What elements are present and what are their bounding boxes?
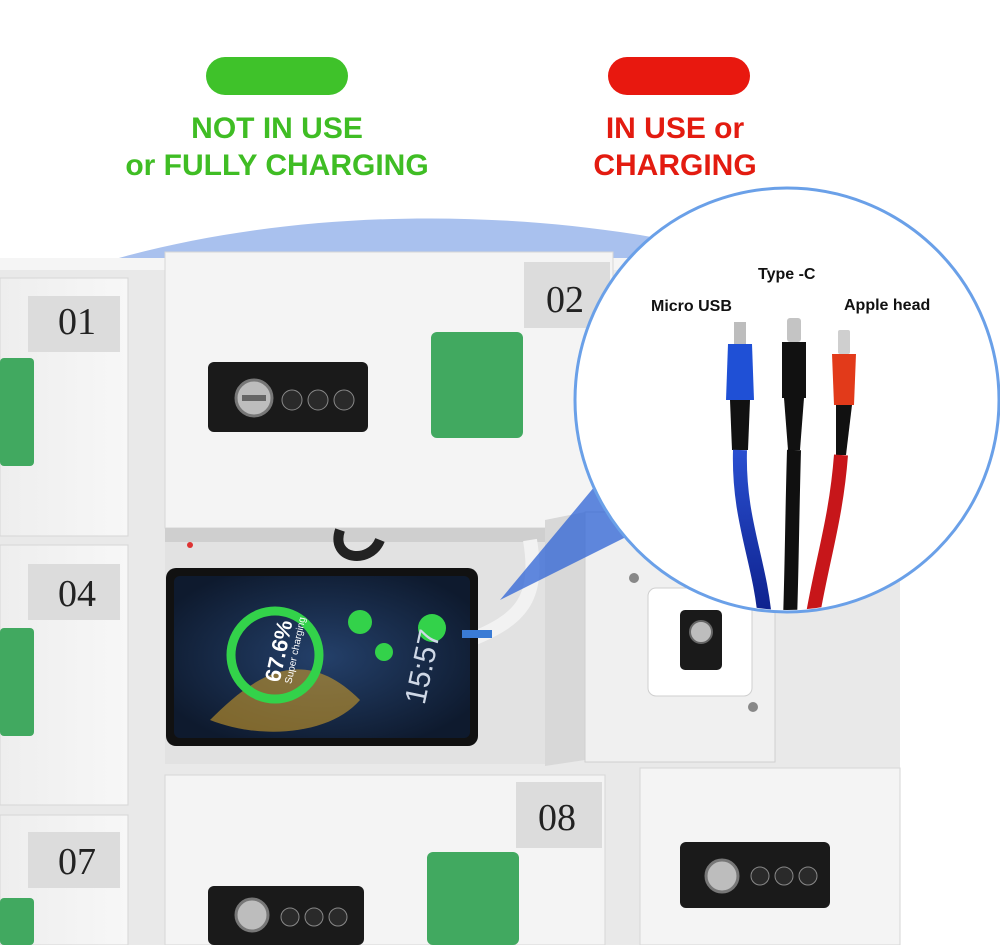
locker-number-01: 01	[58, 301, 96, 343]
micro-usb-cable	[726, 322, 772, 610]
status-light-02	[431, 332, 523, 438]
apple-head-label: Apple head	[844, 297, 931, 314]
available-status-caption: NOT IN USE or FULLY CHARGING	[125, 112, 429, 182]
locker-number-04: 04	[58, 573, 96, 615]
type-c-cable	[782, 318, 806, 610]
locker-door-02	[164, 251, 614, 529]
apple-lightning-cable	[805, 330, 856, 610]
in-use-status-pill	[608, 57, 750, 95]
locker-door-01	[0, 277, 129, 537]
available-status-pill	[206, 57, 348, 95]
locker-number-08: 08	[538, 797, 576, 839]
open-compartment	[165, 528, 555, 764]
locker-door-08	[164, 774, 606, 945]
smartphone	[166, 568, 492, 746]
locker-door-07	[0, 814, 129, 945]
micro-usb-label: Micro USB	[651, 298, 732, 315]
type-c-label: Type -C	[758, 266, 816, 283]
status-light-04	[0, 628, 34, 736]
locker-door-04	[0, 544, 129, 806]
locker-door-09	[639, 767, 901, 945]
locker-number-02: 02	[546, 279, 584, 321]
cable-callout	[573, 186, 1000, 614]
status-light-08	[427, 852, 519, 945]
status-light-01	[0, 358, 34, 466]
combination-lock	[208, 362, 368, 432]
in-use-status-caption: IN USE or CHARGING	[593, 112, 757, 182]
locker-number-07: 07	[58, 841, 96, 883]
status-light-07	[0, 898, 34, 945]
